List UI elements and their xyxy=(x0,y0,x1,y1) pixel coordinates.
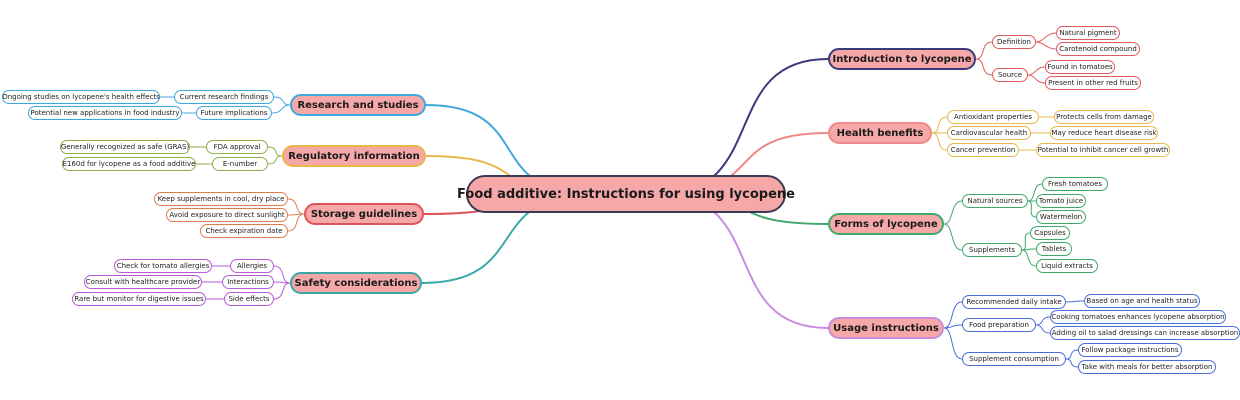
topic-current-research-findings[interactable]: Current research findings xyxy=(174,90,274,104)
branch-usage-instructions[interactable]: Usage instructions xyxy=(828,317,944,339)
connector-line xyxy=(943,327,963,360)
connector-line xyxy=(943,200,963,225)
topic-natural-sources[interactable]: Natural sources xyxy=(962,194,1028,208)
connector-line xyxy=(287,198,305,215)
leaf-protects-cells-from-damage[interactable]: Protects cells from damage xyxy=(1054,110,1154,124)
branch-regulatory-information[interactable]: Regulatory information xyxy=(282,145,426,167)
leaf-potential-to-inhibit-cancer-cell-growth[interactable]: Potential to inhibit cancer cell growth xyxy=(1036,143,1170,157)
leaf-capsules[interactable]: Capsules xyxy=(1030,226,1070,240)
leaf-carotenoid-compound[interactable]: Carotenoid compound xyxy=(1056,42,1140,56)
leaf-based-on-age-and-health-status[interactable]: Based on age and health status xyxy=(1084,294,1200,308)
connector-line xyxy=(1021,232,1031,251)
connector-line xyxy=(1065,358,1079,368)
leaf-rare-but-monitor-for-digestive-issues[interactable]: Rare but monitor for digestive issues xyxy=(72,292,206,306)
leaf-tomato-juice[interactable]: Tomato juice xyxy=(1036,194,1086,208)
topic-supplement-consumption[interactable]: Supplement consumption xyxy=(962,352,1066,366)
leaf-follow-package-instructions[interactable]: Follow package instructions xyxy=(1078,343,1182,357)
topic-allergies[interactable]: Allergies xyxy=(230,259,274,273)
leaf-potential-new-applications-in-food-industry[interactable]: Potential new applications in food indus… xyxy=(28,106,182,120)
topic-e-number[interactable]: E-number xyxy=(212,157,268,171)
topic-future-implications[interactable]: Future implications xyxy=(196,106,272,120)
branch-safety-considerations[interactable]: Safety considerations xyxy=(290,272,422,294)
leaf-check-for-tomato-allergies[interactable]: Check for tomato allergies xyxy=(114,259,212,273)
connector-line xyxy=(273,282,291,300)
leaf-adding-oil-to-salad-dressings-can-increase-absorption[interactable]: Adding oil to salad dressings can increa… xyxy=(1050,326,1240,340)
topic-recommended-daily-intake[interactable]: Recommended daily intake xyxy=(962,295,1066,309)
connector-line xyxy=(931,132,948,151)
topic-check-expiration-date[interactable]: Check expiration date xyxy=(200,224,288,238)
leaf-cooking-tomatoes-enhances-lycopene-absorption[interactable]: Cooking tomatoes enhances lycopene absor… xyxy=(1050,310,1226,324)
branch-forms-of-lycopene[interactable]: Forms of lycopene xyxy=(828,213,944,235)
topic-supplements[interactable]: Supplements xyxy=(962,243,1022,257)
connector-line xyxy=(943,324,963,329)
leaf-tablets[interactable]: Tablets xyxy=(1036,242,1072,256)
connector-line xyxy=(1027,74,1046,84)
leaf-take-with-meals-for-better-absorption[interactable]: Take with meals for better absorption xyxy=(1078,360,1216,374)
connector-line xyxy=(1027,200,1037,218)
leaf-may-reduce-heart-disease-risk[interactable]: May reduce heart disease risk xyxy=(1050,126,1158,140)
topic-fda-approval[interactable]: FDA approval xyxy=(206,140,268,154)
connector-line xyxy=(659,193,829,329)
leaf-found-in-tomatoes[interactable]: Found in tomatoes xyxy=(1045,60,1115,74)
branch-health-benefits[interactable]: Health benefits xyxy=(828,122,932,144)
connector-line xyxy=(1035,316,1051,326)
topic-cancer-prevention[interactable]: Cancer prevention xyxy=(947,143,1019,157)
central-topic[interactable]: Food additive: Instructions for using ly… xyxy=(457,175,795,213)
connector-line xyxy=(1035,32,1057,43)
branch-introduction-to-lycopene[interactable]: Introduction to lycopene xyxy=(828,48,976,70)
connector-line xyxy=(931,116,948,134)
leaf-present-in-other-red-fruits[interactable]: Present in other red fruits xyxy=(1045,76,1141,90)
connector-line xyxy=(943,301,963,329)
connector-line xyxy=(943,223,963,251)
connector-line xyxy=(1035,41,1057,50)
leaf-fresh-tomatoes[interactable]: Fresh tomatoes xyxy=(1042,177,1108,191)
topic-definition[interactable]: Definition xyxy=(992,35,1036,49)
leaf-ongoing-studies-on-lycopene-s-health-effects[interactable]: Ongoing studies on lycopene's health eff… xyxy=(2,90,160,104)
branch-research-and-studies[interactable]: Research and studies xyxy=(290,94,426,116)
branch-storage-guidelines[interactable]: Storage guidelines xyxy=(304,203,424,225)
connector-line xyxy=(273,265,291,284)
connector-line xyxy=(271,104,291,114)
connector-line xyxy=(1021,249,1037,267)
connector-line xyxy=(1027,66,1046,76)
connector-line xyxy=(287,213,305,232)
connector-line xyxy=(975,58,993,76)
leaf-natural-pigment[interactable]: Natural pigment xyxy=(1056,26,1120,40)
topic-interactions[interactable]: Interactions xyxy=(222,275,274,289)
topic-side-effects[interactable]: Side effects xyxy=(224,292,274,306)
leaf-liquid-extracts[interactable]: Liquid extracts xyxy=(1036,259,1098,273)
leaf-watermelon[interactable]: Watermelon xyxy=(1036,210,1086,224)
topic-keep-supplements-in-cool-dry-place[interactable]: Keep supplements in cool, dry place xyxy=(154,192,288,206)
topic-food-preparation[interactable]: Food preparation xyxy=(962,318,1036,332)
topic-cardiovascular-health[interactable]: Cardiovascular health xyxy=(947,126,1031,140)
connector-line xyxy=(273,96,291,106)
topic-avoid-exposure-to-direct-sunlight[interactable]: Avoid exposure to direct sunlight xyxy=(166,208,288,222)
connector-line xyxy=(975,41,993,60)
leaf-e160d-for-lycopene-as-a-food-additive[interactable]: E160d for lycopene as a food additive xyxy=(62,157,196,171)
leaf-consult-with-healthcare-provider[interactable]: Consult with healthcare provider xyxy=(84,275,202,289)
connector-line xyxy=(1065,349,1079,360)
connector-line xyxy=(1035,324,1051,334)
connector-line xyxy=(659,58,829,195)
topic-source[interactable]: Source xyxy=(992,68,1028,82)
topic-antioxidant-properties[interactable]: Antioxidant properties xyxy=(947,110,1039,124)
connector-line xyxy=(267,146,283,157)
connector-line xyxy=(1065,300,1085,303)
connector-line xyxy=(267,155,283,165)
leaf-generally-recognized-as-safe-gras[interactable]: Generally recognized as safe (GRAS) xyxy=(60,140,190,154)
